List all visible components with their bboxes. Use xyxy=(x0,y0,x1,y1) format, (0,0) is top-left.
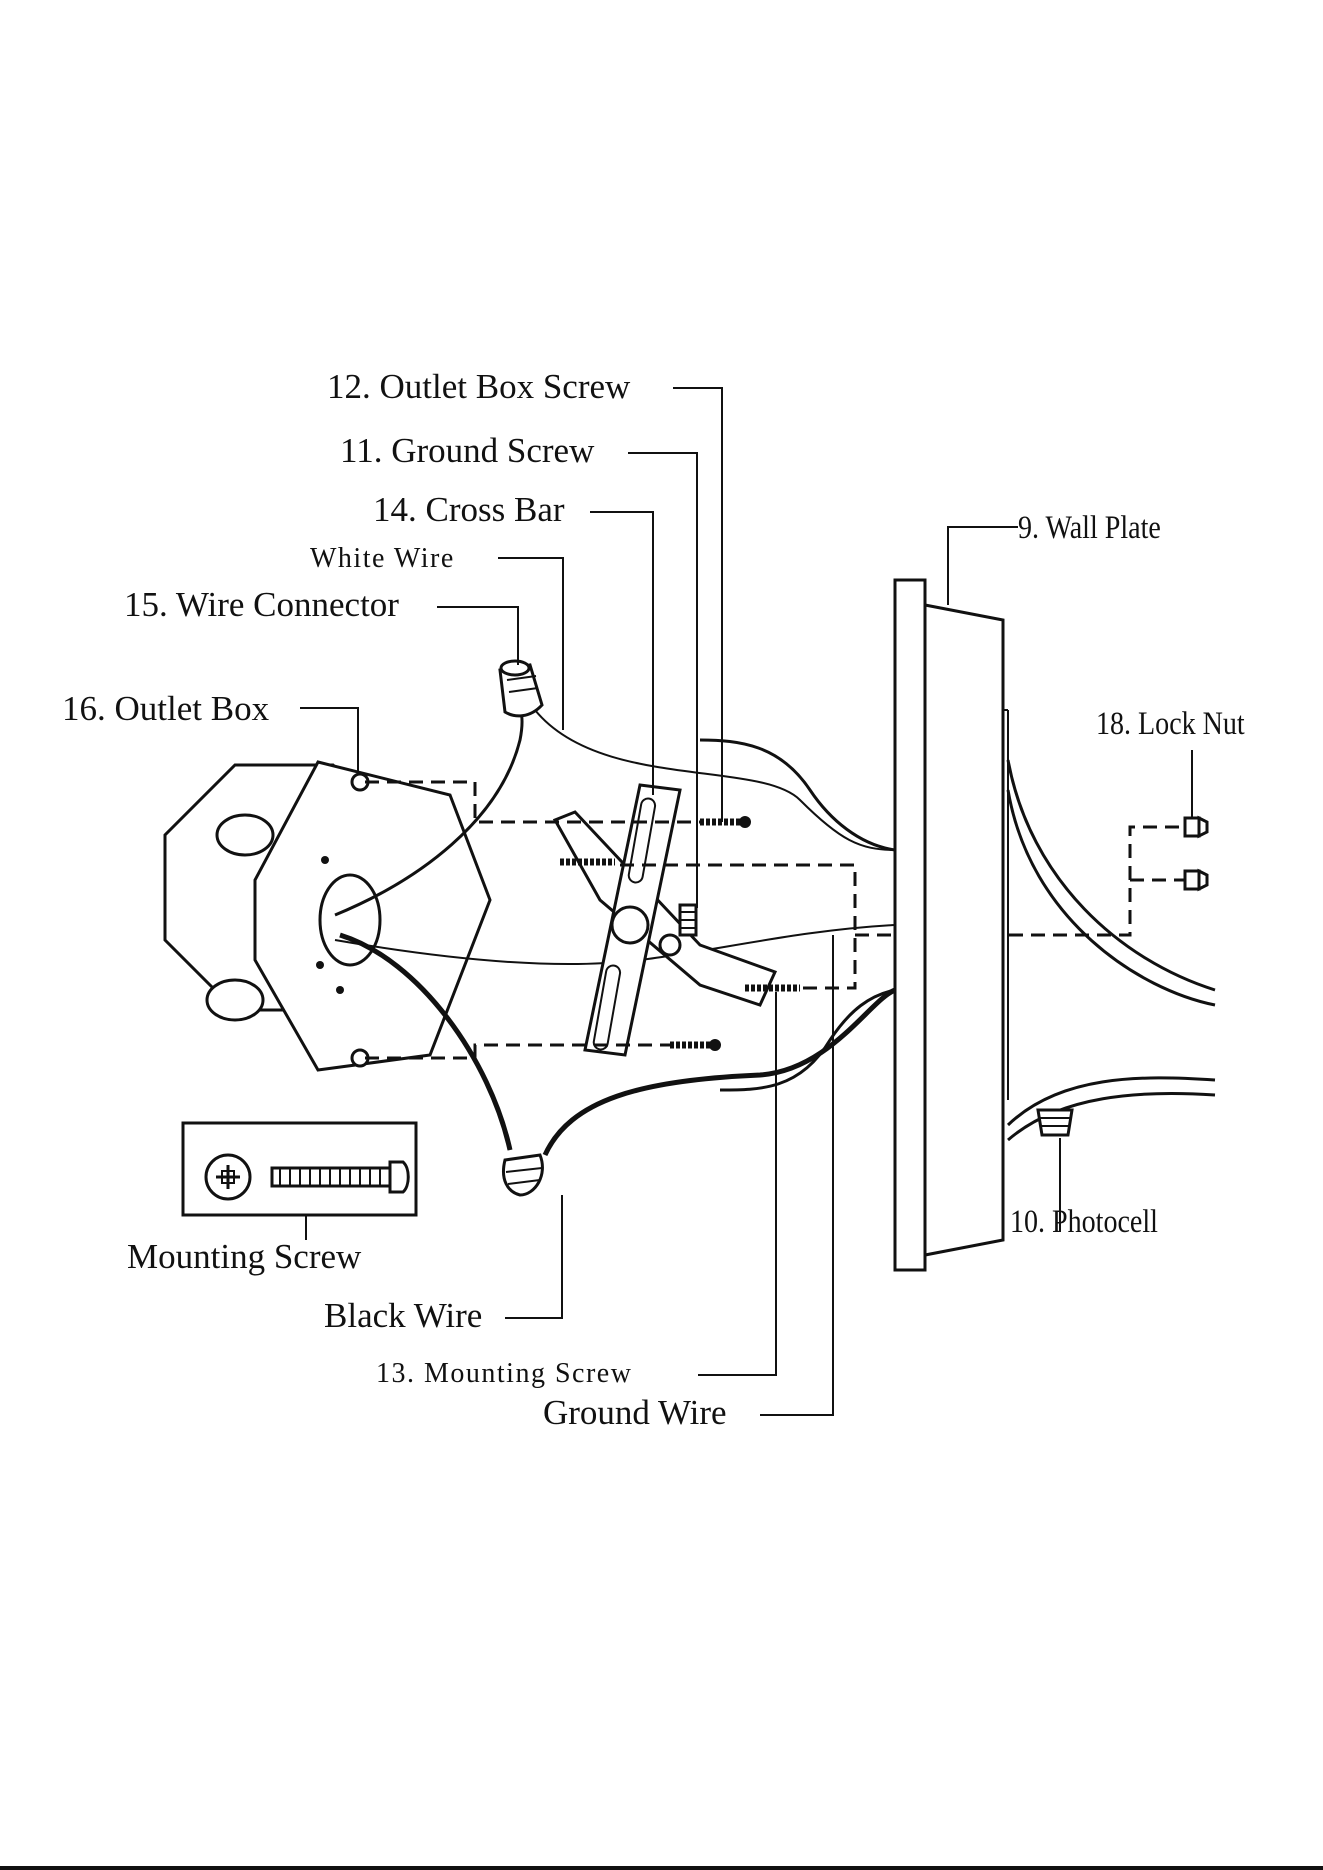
page-bottom-rule xyxy=(0,1866,1323,1870)
label-ground-wire: Ground Wire xyxy=(543,1393,727,1432)
label-wall-plate: 9. Wall Plate xyxy=(1018,509,1161,546)
label-mounting-screw: Mounting Screw xyxy=(127,1237,362,1276)
label-lock-nut: 18. Lock Nut xyxy=(1096,705,1245,742)
label-white-wire: White Wire xyxy=(310,543,455,574)
label-mounting-screw-13: 13. Mounting Screw xyxy=(376,1358,632,1389)
outlet-box xyxy=(165,762,490,1070)
fixture-body xyxy=(700,740,895,1090)
label-outlet-box: 16. Outlet Box xyxy=(62,689,270,728)
label-ground-screw: 11. Ground Screw xyxy=(340,431,595,470)
label-black-wire: Black Wire xyxy=(324,1296,482,1335)
phillips-head-icon xyxy=(206,1155,250,1199)
photocell-icon xyxy=(1038,1110,1072,1135)
label-outlet-box-screw: 12. Outlet Box Screw xyxy=(327,367,631,406)
mounting-screw-inset xyxy=(183,1123,416,1215)
lock-nut-icon xyxy=(1185,818,1207,889)
wire-connector-bottom xyxy=(503,1155,542,1195)
wire-connector-top xyxy=(500,661,542,716)
wall-plate xyxy=(895,580,1215,1270)
label-cross-bar: 14. Cross Bar xyxy=(373,490,565,529)
screw-shaft-icon xyxy=(272,1162,408,1192)
label-wire-connector: 15. Wire Connector xyxy=(124,585,399,624)
label-photocell: 10. Photocell xyxy=(1010,1203,1158,1240)
